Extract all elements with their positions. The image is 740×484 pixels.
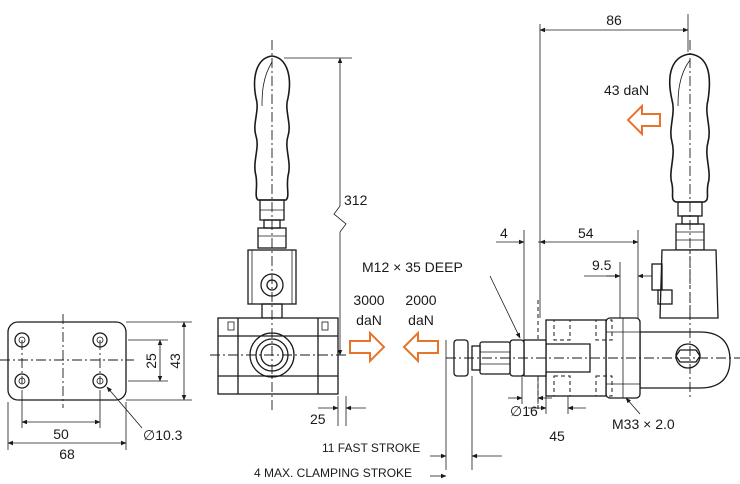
side-handle-grip xyxy=(668,53,711,203)
mounting-hole xyxy=(14,332,30,348)
handle-grip xyxy=(253,55,291,201)
plunger-diameter-label: ∅16 xyxy=(510,403,538,419)
dim-25-vertical: 25 xyxy=(143,353,159,369)
dim-50: 50 xyxy=(53,426,69,442)
dim-45: 45 xyxy=(549,428,565,444)
clamp-base-block xyxy=(217,317,339,395)
clamping-force-unit: daN xyxy=(408,312,434,328)
clamping-force-arrow xyxy=(402,330,439,364)
dim-54: 54 xyxy=(578,225,594,241)
base-plate-outline xyxy=(7,321,127,401)
handle-force-arrow xyxy=(626,103,661,137)
holding-force-unit: daN xyxy=(356,312,382,328)
dim-68: 68 xyxy=(59,446,75,462)
hole-diameter-label: ∅10.3 xyxy=(143,427,183,443)
clamping-stroke-label: 4 MAX. CLAMPING STROKE xyxy=(254,466,412,480)
mounting-hole xyxy=(14,373,30,389)
fast-stroke-label: 11 FAST STROKE xyxy=(322,441,420,455)
side-view: 86 43 daN 4 54 9.5 M12 × 35 DEEP ∅16 45 xyxy=(254,12,740,480)
holding-force-annotation: 3000 daN xyxy=(349,292,386,364)
dim-312: 312 xyxy=(344,192,368,208)
base-plate-view: 25 43 50 68 ∅10.3 xyxy=(0,314,192,462)
thread-size-label: M33 × 2.0 xyxy=(612,416,675,432)
dim-9-5: 9.5 xyxy=(592,257,612,273)
side-lever-link xyxy=(659,249,719,319)
clamping-force-annotation: 2000 daN xyxy=(402,292,439,364)
dim-4: 4 xyxy=(500,225,508,241)
clamping-force-value: 2000 xyxy=(405,292,436,308)
mounting-hole xyxy=(92,332,108,348)
dim-43-vertical: 43 xyxy=(167,353,183,369)
side-rear-housing xyxy=(639,331,731,389)
mounting-hole xyxy=(92,373,108,389)
dim-25-foot: 25 xyxy=(310,411,326,427)
handle-force-label: 43 daN xyxy=(604,82,649,98)
holding-force-value: 3000 xyxy=(353,292,384,308)
dim-86: 86 xyxy=(606,12,622,28)
thread-depth-note: M12 × 35 DEEP xyxy=(362,259,463,275)
holding-force-arrow xyxy=(349,330,386,364)
front-view: 312 25 xyxy=(210,40,368,427)
